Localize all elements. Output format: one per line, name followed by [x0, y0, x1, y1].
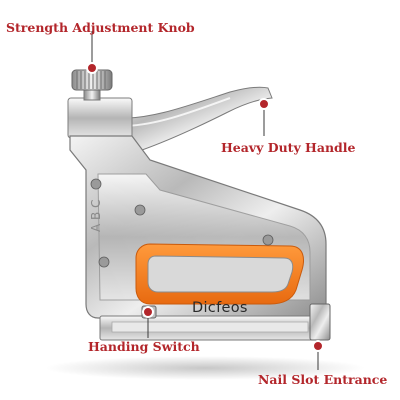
rivet: [134, 204, 146, 216]
rivet: [262, 234, 274, 246]
callout-dot: [86, 62, 98, 74]
grip-window: [147, 255, 294, 293]
floor-shadow: [45, 356, 365, 380]
brand-text: Dicfeos: [192, 300, 248, 316]
callout-dot: [258, 98, 270, 110]
callout-label-handle: Heavy Duty Handle: [221, 140, 356, 155]
callout-label-switch: Handing Switch: [88, 339, 200, 354]
rivet: [90, 178, 102, 190]
callout-dot: [312, 340, 324, 352]
side-emboss: A B C: [89, 200, 103, 232]
callout-dot: [142, 306, 154, 318]
callout-label-nail-slot: Nail Slot Entrance: [258, 372, 388, 387]
head-block: [67, 97, 133, 139]
rivet: [98, 256, 110, 268]
callout-label-knob: Strength Adjustment Knob: [6, 20, 195, 35]
nail-slot-nose: [309, 303, 331, 341]
lever-handle: [116, 86, 273, 151]
